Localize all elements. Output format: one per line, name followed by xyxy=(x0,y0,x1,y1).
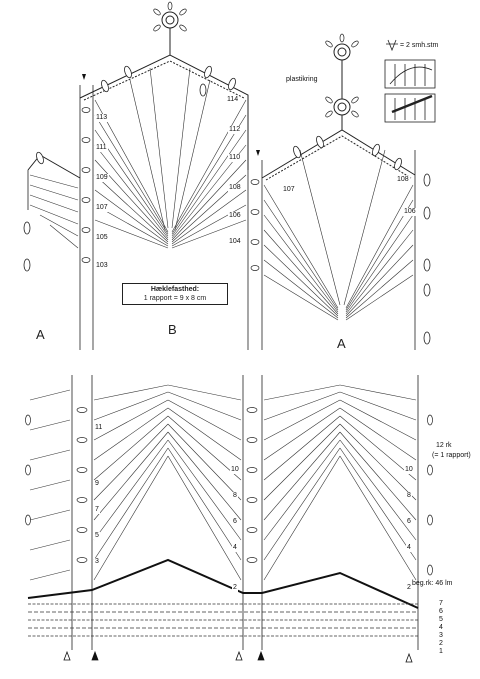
row-number: 108 xyxy=(228,184,242,192)
top-column-lines xyxy=(27,85,416,350)
a-left-partial-edge xyxy=(27,154,81,179)
repeat-sub-note: (= 1 rapport) xyxy=(432,452,471,459)
row-number: 2 xyxy=(406,584,412,592)
row-number: 3 xyxy=(94,558,100,566)
legend-smh-label: = 2 smh.stm xyxy=(400,42,439,49)
repeat-note: 12 rk xyxy=(436,442,452,449)
a-section-top-edge xyxy=(261,129,416,181)
row-number: 10 xyxy=(404,466,414,474)
column-chain-ovals xyxy=(81,107,260,271)
row-number: 104 xyxy=(228,238,242,246)
row-number: 105 xyxy=(95,234,109,242)
row-number: 2 xyxy=(232,584,238,592)
bottom-chain-ovals xyxy=(25,407,433,576)
row-number: 106 xyxy=(403,208,417,216)
row-number: 2 xyxy=(438,640,444,648)
row-number: 5 xyxy=(94,532,100,540)
picot-ovals xyxy=(23,65,431,345)
row-number: 4 xyxy=(406,544,412,552)
row-number: 110 xyxy=(228,154,242,162)
a-section-fan xyxy=(263,149,414,321)
row-number: 11 xyxy=(94,424,104,432)
row-number: 5 xyxy=(438,616,444,624)
row-number: 113 xyxy=(95,114,109,122)
bottom-fans xyxy=(29,384,417,581)
row-number: 4 xyxy=(438,624,444,632)
legend-symbols xyxy=(384,39,436,123)
b-section-fan xyxy=(94,67,247,249)
a-left-partial-fan xyxy=(29,174,79,249)
row-number: 8 xyxy=(232,492,238,500)
section-label-a-right: A xyxy=(337,336,346,351)
flower-petals xyxy=(153,1,359,118)
gauge-box: Hæklefasthed: 1 rapport = 9 x 8 cm xyxy=(122,283,228,305)
row-number: 10 xyxy=(230,466,240,474)
gauge-value: 1 rapport = 9 x 8 cm xyxy=(143,295,207,302)
legend-ring-label: plastikring xyxy=(286,76,318,83)
row-number: 6 xyxy=(438,608,444,616)
row-number: 7 xyxy=(94,506,100,514)
section-label-a-left: A xyxy=(36,327,45,342)
row-number: 3 xyxy=(438,632,444,640)
section-label-b: B xyxy=(168,322,177,337)
row-number: 6 xyxy=(406,518,412,526)
start-row-note: beg.rk: 46 lm xyxy=(412,580,453,587)
row-number: 114 xyxy=(226,96,240,104)
row-number: 107 xyxy=(95,204,109,212)
row-number: 109 xyxy=(95,174,109,182)
row-number: 111 xyxy=(95,144,108,152)
row-number: 108 xyxy=(396,176,410,184)
base-band xyxy=(28,603,418,637)
row-number: 1 xyxy=(438,648,444,656)
row-number: 7 xyxy=(438,600,444,608)
bottom-column-lines xyxy=(71,375,419,650)
row-number: 107 xyxy=(282,186,296,194)
gauge-title: Hæklefasthed: xyxy=(150,286,200,293)
row-number: 4 xyxy=(232,544,238,552)
start-row-line xyxy=(27,558,419,609)
row-number: 103 xyxy=(95,262,109,270)
top-arrows xyxy=(82,74,260,156)
bottom-arrows xyxy=(63,650,413,663)
row-number: 112 xyxy=(228,126,242,134)
row-number: 9 xyxy=(94,480,100,488)
row-number: 106 xyxy=(228,212,242,220)
flower-rings xyxy=(161,11,351,130)
row-number: 6 xyxy=(232,518,238,526)
row-number: 8 xyxy=(406,492,412,500)
